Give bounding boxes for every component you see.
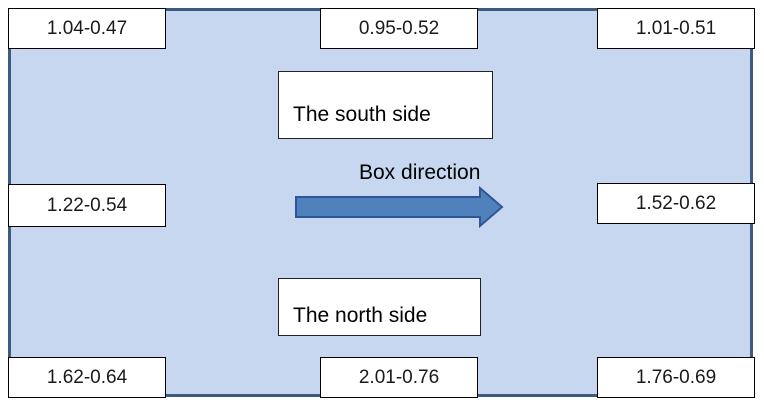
north-side-label: The north side bbox=[293, 304, 428, 327]
value-label-middle-right: 1.52-0.62 bbox=[597, 183, 755, 224]
value-text-bottom-center: 2.01-0.76 bbox=[358, 366, 440, 388]
value-text-bottom-left: 1.62-0.64 bbox=[46, 366, 128, 388]
right-arrow-shape bbox=[295, 185, 504, 229]
value-label-top-right: 1.01-0.51 bbox=[597, 8, 755, 49]
value-text-top-left: 1.04-0.47 bbox=[46, 17, 128, 39]
value-text-top-center: 0.95-0.52 bbox=[358, 17, 440, 39]
value-text-middle-right: 1.52-0.62 bbox=[635, 192, 717, 214]
value-label-middle-left: 1.22-0.54 bbox=[8, 184, 166, 227]
value-label-bottom-right: 1.76-0.69 bbox=[597, 357, 755, 398]
box-direction-label: Box direction bbox=[359, 161, 481, 184]
value-text-top-right: 1.01-0.51 bbox=[635, 17, 717, 39]
value-label-top-center: 0.95-0.52 bbox=[320, 8, 478, 49]
value-label-bottom-left: 1.62-0.64 bbox=[8, 357, 166, 398]
south-side-box: The south side bbox=[278, 71, 493, 139]
north-side-box: The north side bbox=[278, 278, 481, 336]
south-side-label: The south side bbox=[293, 103, 431, 126]
value-label-top-left: 1.04-0.47 bbox=[8, 8, 166, 49]
value-text-middle-left: 1.22-0.54 bbox=[46, 194, 128, 216]
value-label-bottom-center: 2.01-0.76 bbox=[320, 357, 478, 398]
right-arrow-icon bbox=[295, 185, 504, 229]
value-text-bottom-right: 1.76-0.69 bbox=[635, 366, 717, 388]
